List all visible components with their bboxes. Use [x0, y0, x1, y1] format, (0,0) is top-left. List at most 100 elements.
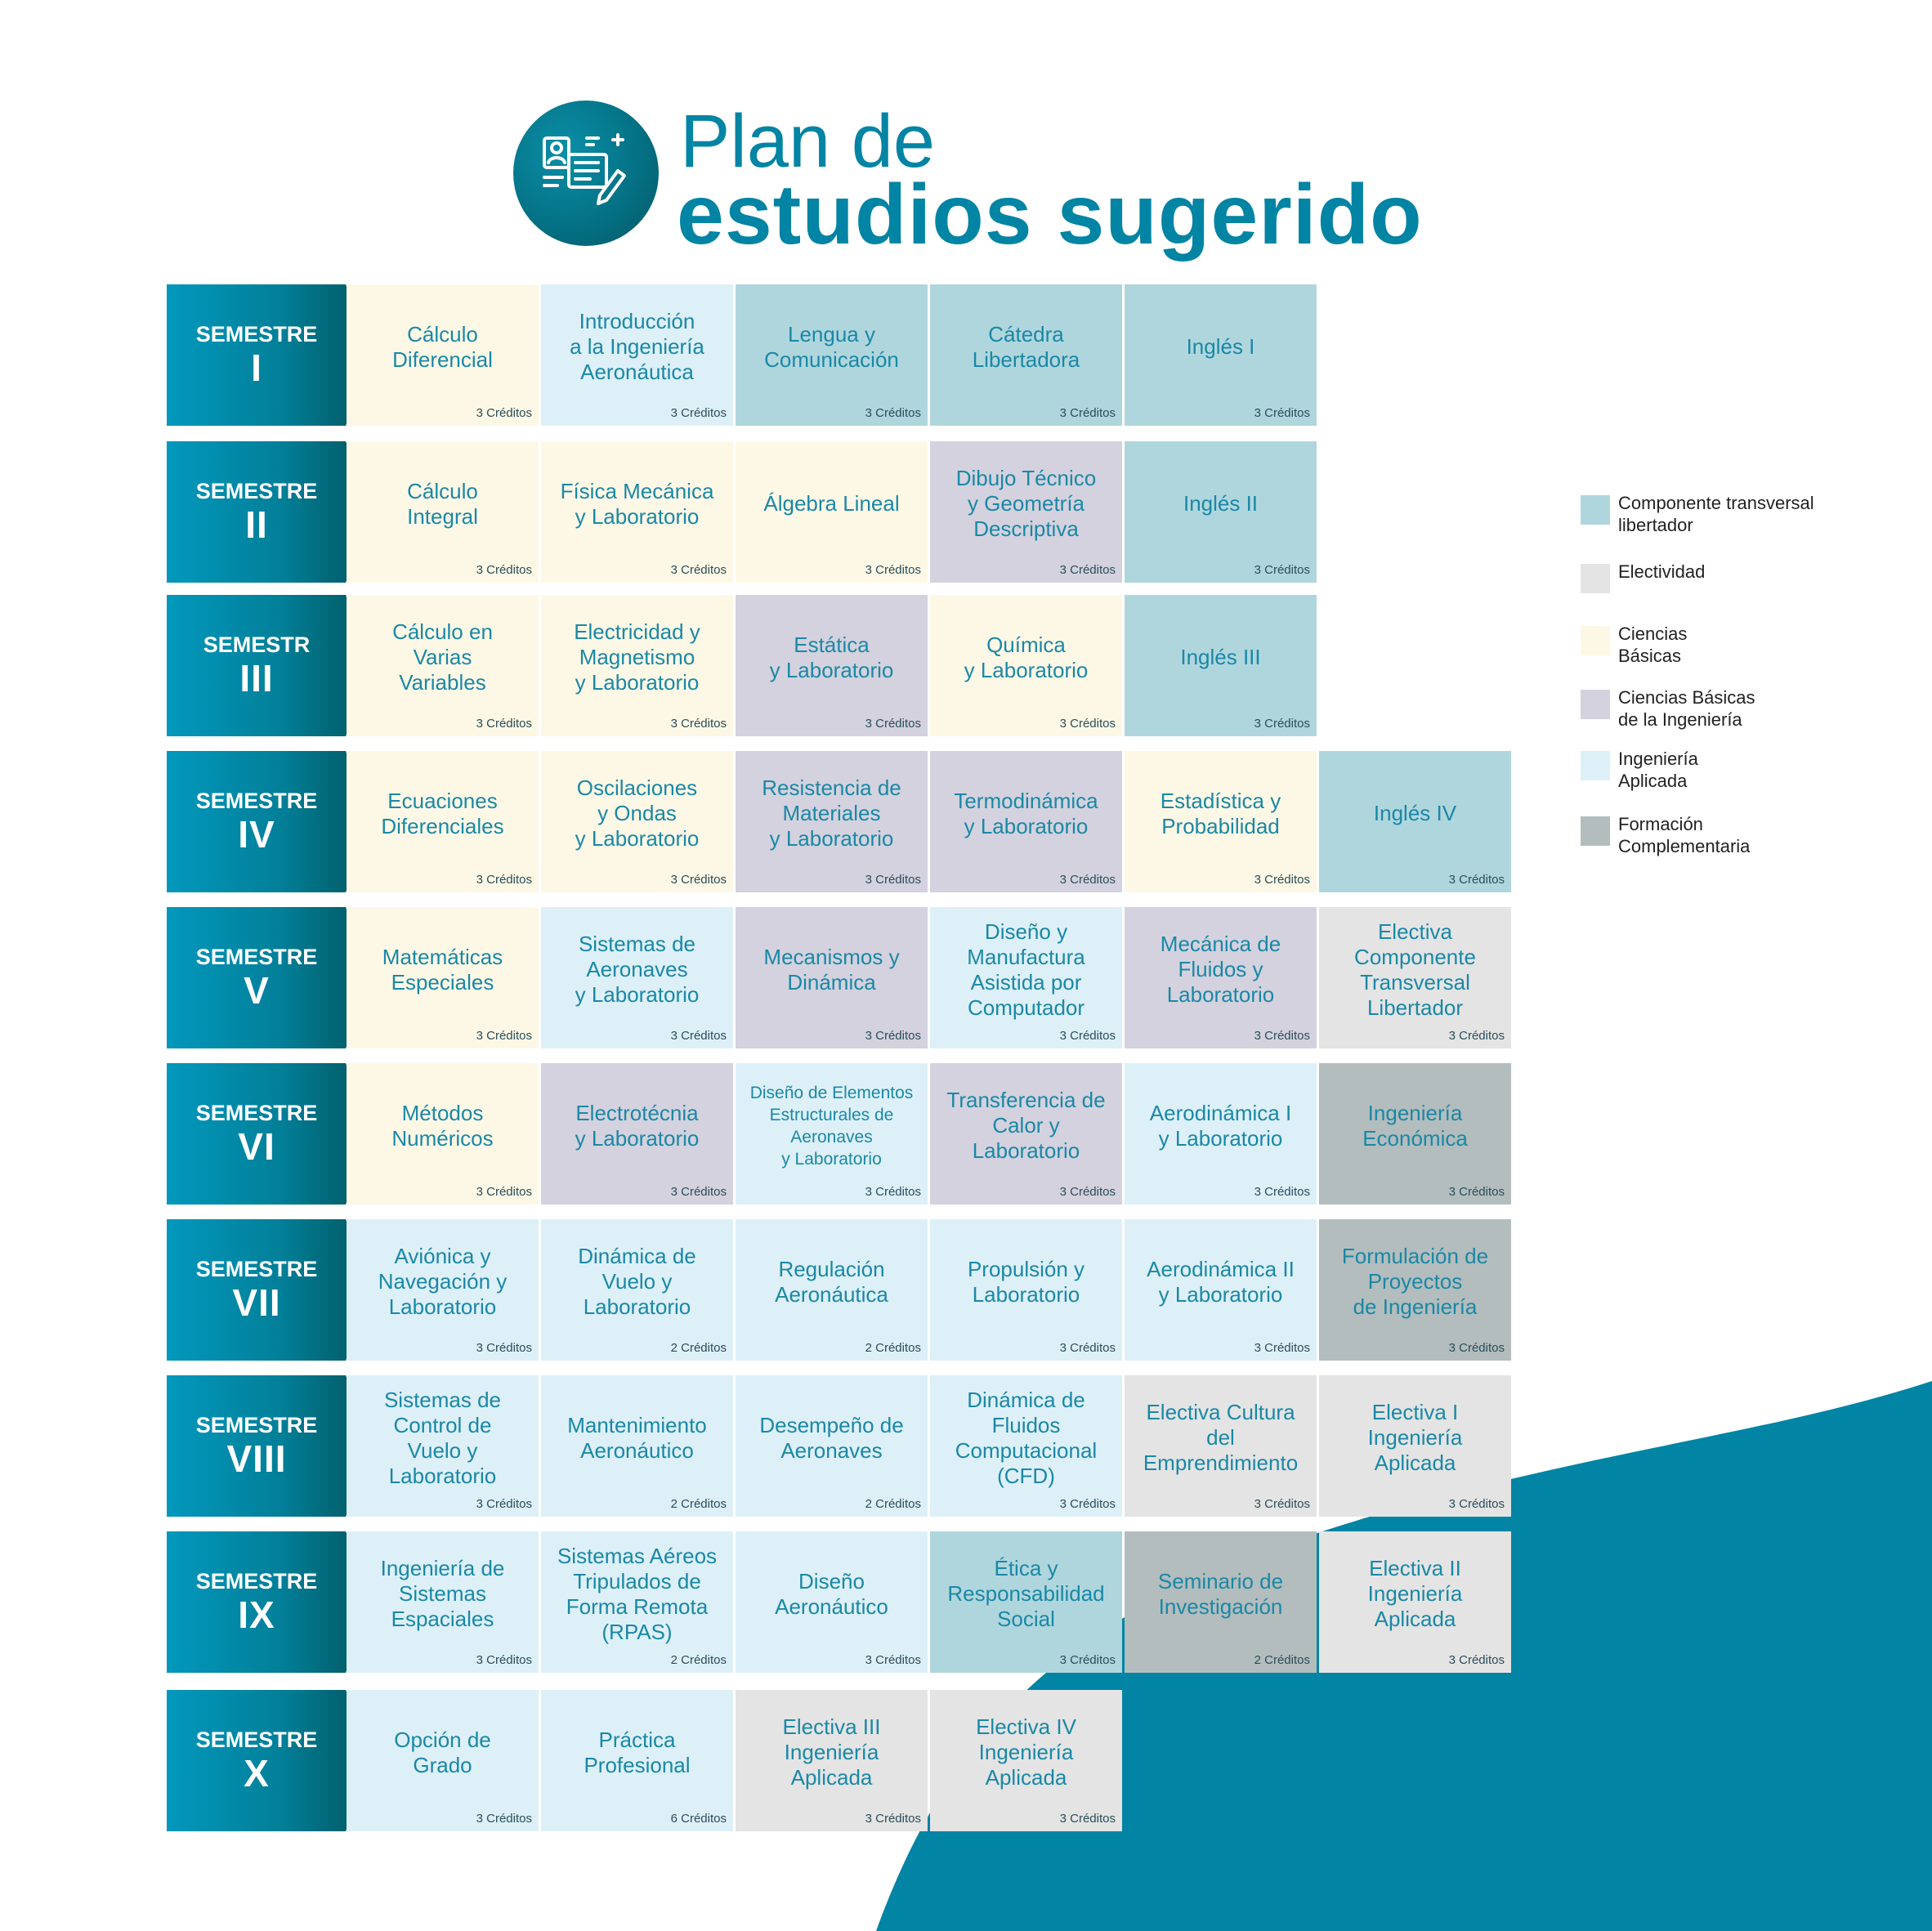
course-name: Electiva Componente Transversal Libertad…	[1354, 919, 1476, 1020]
course-credits: 3 Créditos	[476, 717, 532, 731]
course-name: Estadística y Probabilidad	[1160, 788, 1281, 838]
semester-word: SEMESTRE	[195, 1728, 318, 1752]
course-name: Dinámica de Vuelo y Laboratorio	[578, 1244, 696, 1319]
course-credits: 3 Créditos	[476, 1497, 532, 1511]
course-cell: Química y Laboratorio 3 Créditos	[930, 595, 1122, 736]
course-credits: 3 Créditos	[865, 1653, 921, 1667]
course-credits: 3 Créditos	[1254, 1029, 1310, 1043]
course-credits: 6 Créditos	[670, 1812, 727, 1826]
course-name: Lengua y Comunicación	[764, 321, 899, 372]
course-name: Inglés IV	[1373, 801, 1457, 825]
course-name: Métodos Numéricos	[391, 1100, 494, 1151]
course-credits: 3 Créditos	[1254, 406, 1310, 420]
legend-label: Formación Complementaria	[1618, 814, 1751, 856]
course-credits: 3 Créditos	[865, 1029, 921, 1043]
legend-swatch	[1581, 564, 1610, 593]
semester-numeral: IV	[238, 813, 275, 856]
course-name: Formulación de Proyectos de Ingeniería	[1341, 1244, 1489, 1319]
semester-word: SEMESTRE	[195, 1101, 318, 1125]
course-credits: 3 Créditos	[1059, 717, 1116, 731]
course-credits: 3 Créditos	[1254, 1341, 1310, 1355]
semester-word: SEMESTRE	[195, 479, 318, 503]
course-credits: 3 Créditos	[1254, 717, 1310, 731]
course-credits: 3 Créditos	[1254, 563, 1310, 577]
course-name: Ingeniería de Sistemas Espaciales	[380, 1556, 505, 1631]
semester-numeral: X	[244, 1752, 270, 1795]
course-name: Sistemas Aéreos Tripulados de Forma Remo…	[557, 1543, 718, 1644]
course-credits: 3 Créditos	[670, 1029, 727, 1043]
legend-swatch	[1581, 751, 1610, 780]
legend-swatch	[1581, 626, 1610, 655]
course-cell: Inglés IV 3 Créditos	[1319, 751, 1511, 892]
course-credits: 3 Créditos	[1059, 1185, 1116, 1199]
course-cell: Sistemas Aéreos Tripulados de Forma Remo…	[541, 1531, 733, 1673]
course-credits: 3 Créditos	[1448, 1653, 1505, 1667]
course-credits: 2 Créditos	[670, 1653, 727, 1667]
semester-numeral: V	[244, 969, 270, 1012]
course-cell: Sistemas de Control de Vuelo y Laborator…	[347, 1375, 539, 1517]
course-credits: 3 Créditos	[1448, 873, 1505, 887]
course-credits: 2 Créditos	[670, 1497, 727, 1511]
course-name: Electiva II Ingeniería Aplicada	[1367, 1556, 1463, 1631]
course-name: Aviónica y Navegación y Laboratorio	[378, 1244, 508, 1319]
course-name: Inglés II	[1183, 491, 1259, 516]
course-cell: Ingeniería Económica 3 Créditos	[1319, 1063, 1511, 1205]
course-cell: Inglés II 3 Créditos	[1125, 441, 1317, 583]
legend-label: Ciencias Básicas de la Ingeniería	[1618, 687, 1755, 730]
course-name: Electricidad y Magnetismo y Laboratorio	[574, 619, 700, 695]
course-name: Sistemas de Control de Vuelo y Laborator…	[383, 1387, 502, 1488]
course-name: Electiva Cultura del Emprendimiento	[1143, 1400, 1299, 1475]
course-credits: 3 Créditos	[670, 717, 727, 731]
semester-numeral: I	[251, 346, 262, 389]
course-credits: 3 Créditos	[1059, 1029, 1116, 1043]
course-credits: 2 Créditos	[670, 1341, 727, 1355]
course-name: Química y Laboratorio	[964, 632, 1089, 682]
course-name: Estática y Laboratorio	[769, 632, 894, 682]
course-name: Oscilaciones y Ondas y Laboratorio	[575, 776, 700, 851]
course-credits: 3 Créditos	[865, 1185, 921, 1199]
course-credits: 2 Créditos	[865, 1497, 921, 1511]
semester-word: SEMESTRE	[195, 322, 318, 346]
page-title-line-1: Plan de	[680, 100, 936, 183]
course-name: Sistemas de Aeronaves y Laboratorio	[575, 932, 700, 1007]
course-credits: 3 Créditos	[1059, 406, 1116, 420]
semester-word: SEMESTR	[203, 632, 311, 657]
course-credits: 3 Créditos	[476, 406, 532, 420]
course-name: Ingeniería Económica	[1362, 1100, 1468, 1151]
course-name: Cálculo Integral	[407, 478, 478, 529]
course-credits: 3 Créditos	[1448, 1185, 1505, 1199]
course-credits: 3 Créditos	[865, 873, 921, 887]
course-name: Regulación Aeronáutica	[775, 1256, 888, 1307]
legend-label: Componente transversal libertador	[1618, 493, 1814, 535]
legend-item-electividad: Electividad	[1581, 561, 1875, 610]
course-name: Electiva III Ingeniería Aplicada	[782, 1714, 881, 1790]
legend-label: Ingeniería Aplicada	[1618, 749, 1698, 791]
course-credits: 3 Créditos	[1448, 1497, 1505, 1511]
